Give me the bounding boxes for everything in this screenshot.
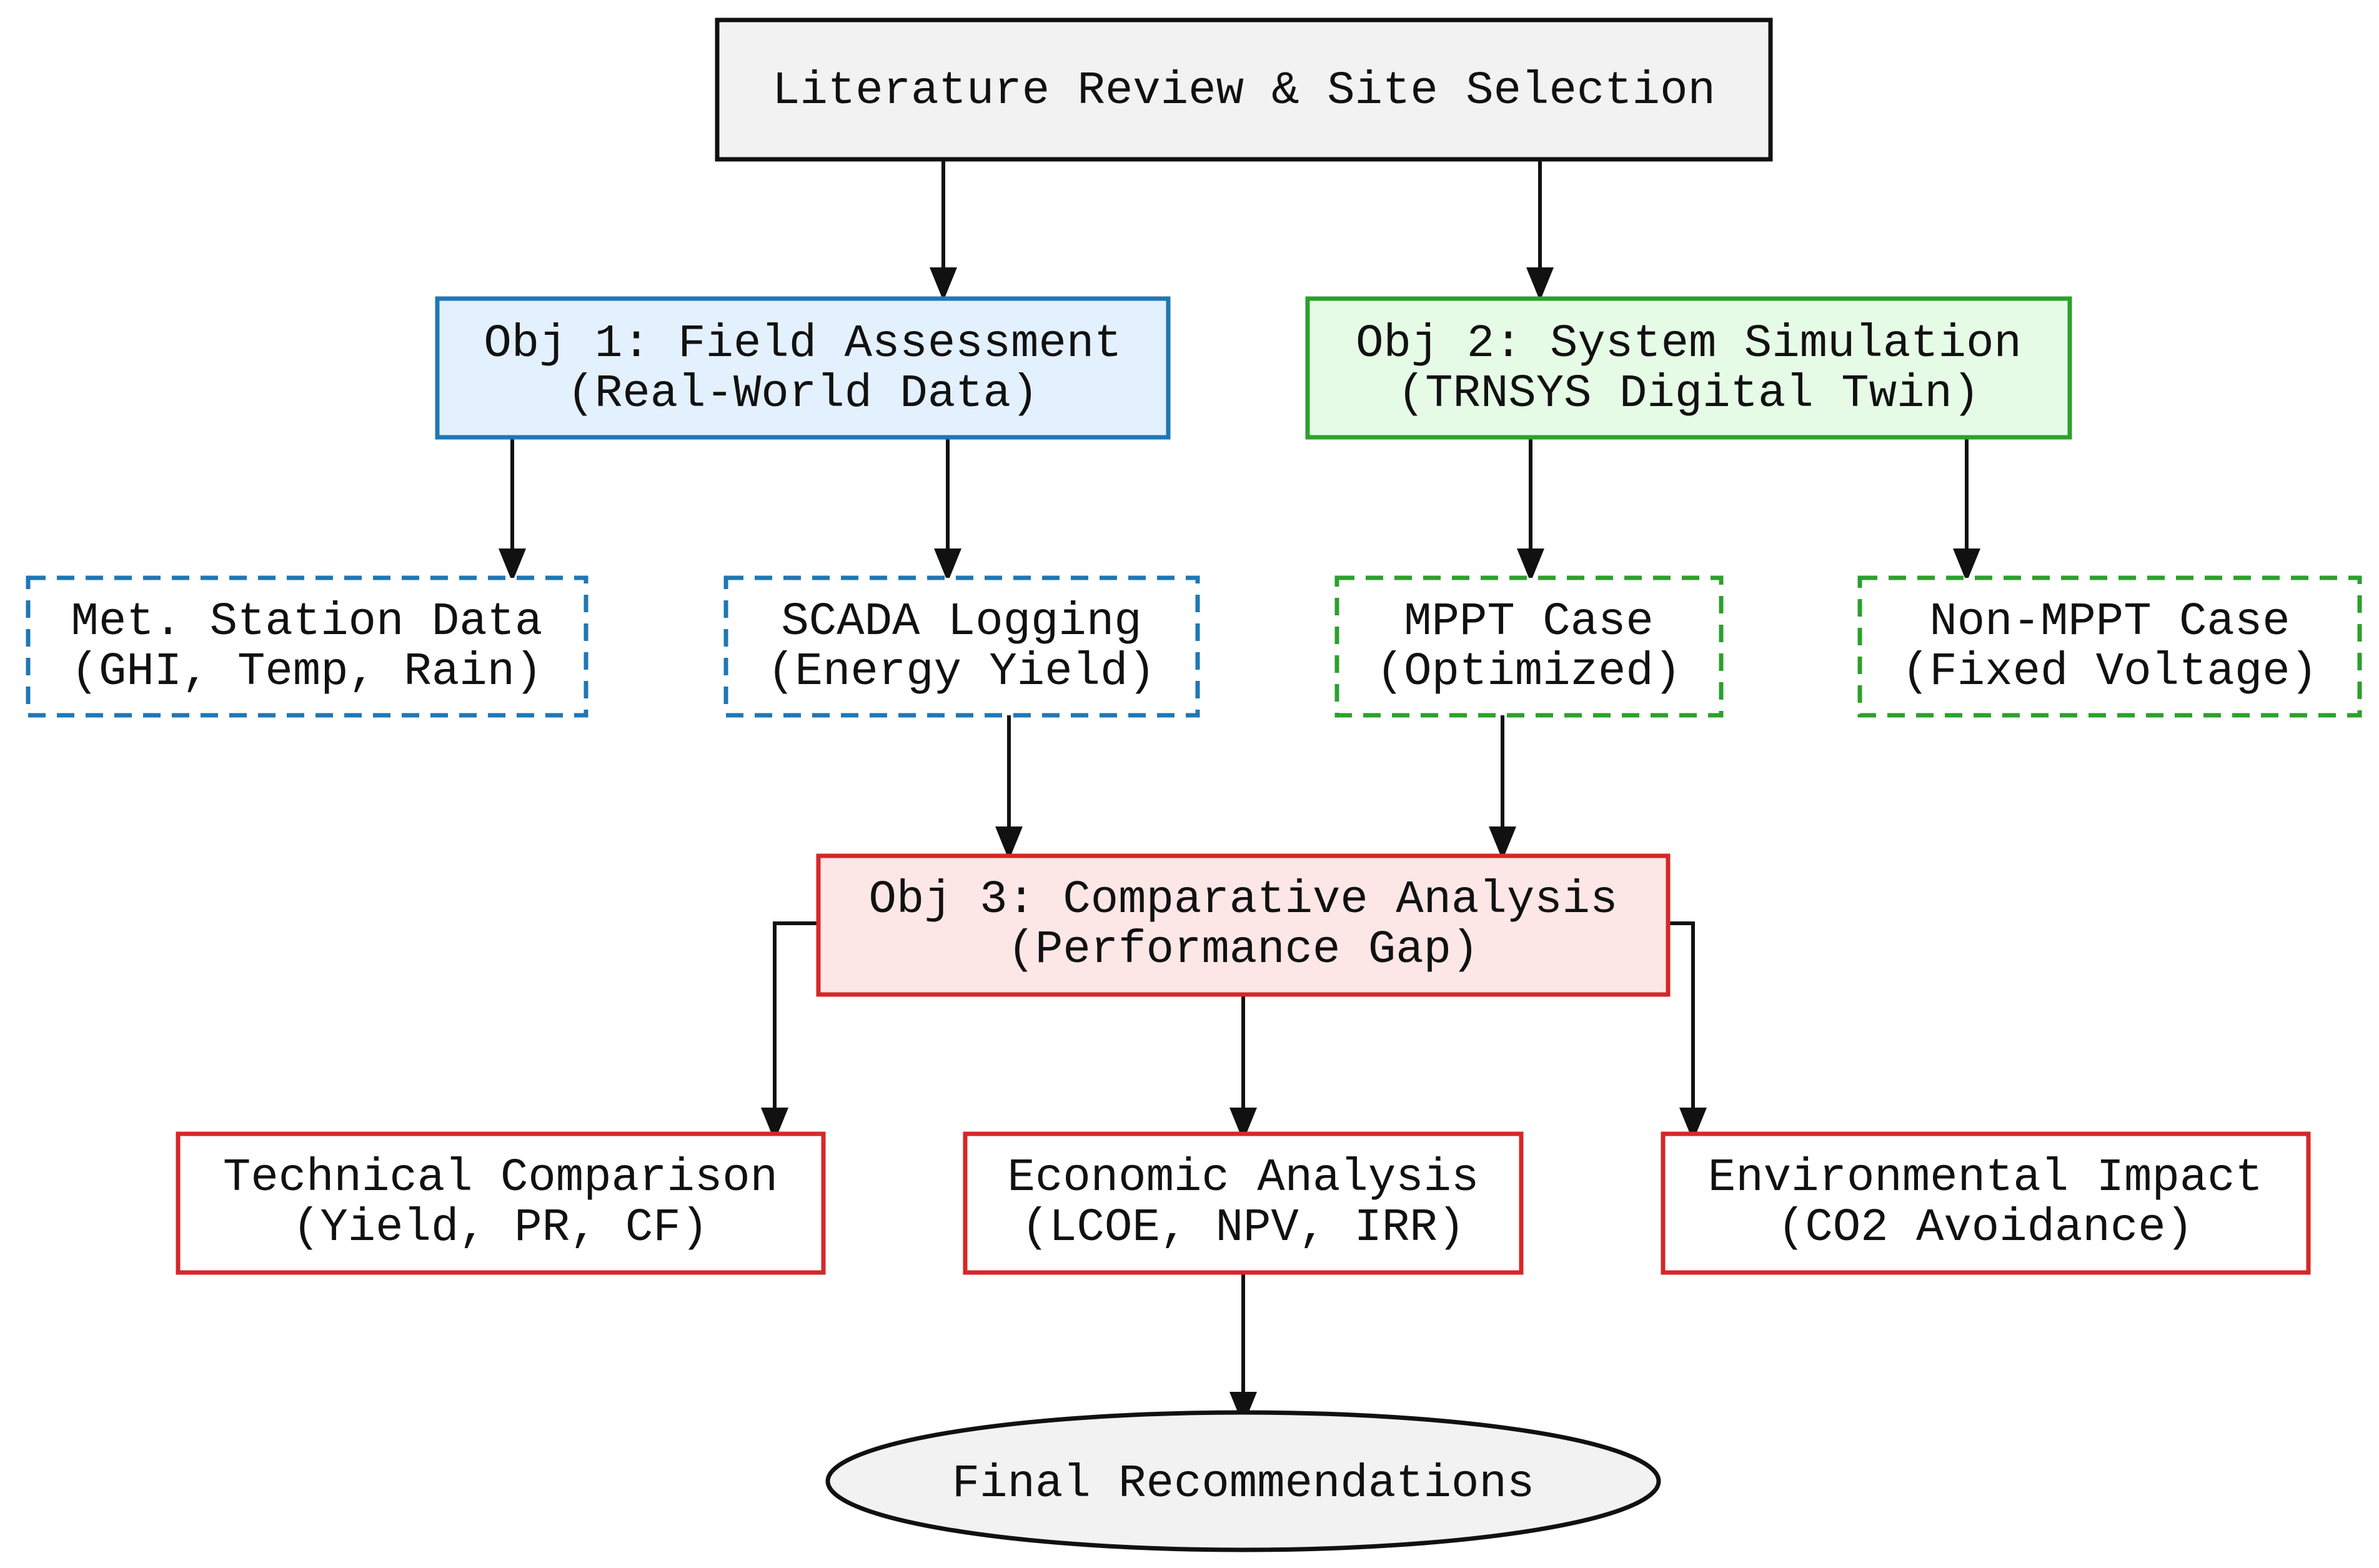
node-literature-review: Literature Review & Site Selection xyxy=(715,17,1773,162)
node-label-line-2: (CO2 Avoidance) xyxy=(1777,1202,2193,1254)
node-label-line-2: (Performance Gap) xyxy=(1008,924,1479,976)
node-box xyxy=(1334,575,1724,718)
node-label-line-1: Environmental Impact xyxy=(1708,1152,2263,1204)
arrowhead xyxy=(1489,826,1516,860)
node-label-line-2: (Energy Yield) xyxy=(767,646,1156,698)
node-box xyxy=(1305,296,2072,440)
node-label-line-2: (Real-World Data) xyxy=(567,368,1039,420)
node-box xyxy=(963,1131,1524,1275)
arrowhead xyxy=(761,1108,788,1141)
node-label-line-1: Final Recommendations xyxy=(952,1458,1535,1511)
node-label-line-1: Technical Comparison xyxy=(223,1152,778,1204)
node-label-line-2: (Optimized) xyxy=(1376,646,1681,698)
node-label-line-1: Non-MPPT Case xyxy=(1929,596,2290,648)
node-final-recommendations: Final Recommendations xyxy=(825,1410,1661,1552)
node-met-station-data: Met. Station Data (GHI, Temp, Rain) xyxy=(26,575,589,718)
node-box xyxy=(816,853,1671,997)
arrowhead xyxy=(1526,267,1554,301)
arrowhead xyxy=(1229,1392,1257,1426)
arrowhead xyxy=(995,826,1023,860)
node-label-line-1: MPPT Case xyxy=(1404,596,1654,648)
node-box xyxy=(26,575,589,718)
edge-obj3-to-technical xyxy=(773,921,818,1109)
node-box xyxy=(723,575,1200,718)
node-non-mppt-case: Non-MPPT Case (Fixed Voltage) xyxy=(1857,575,2362,718)
node-label-line-2: (GHI, Temp, Rain) xyxy=(71,646,543,698)
node-label-line-1: Obj 2: System Simulation xyxy=(1356,318,2022,370)
edges xyxy=(510,159,1969,1393)
node-scada-logging: SCADA Logging (Energy Yield) xyxy=(723,575,1200,718)
arrowheads xyxy=(499,267,1980,1426)
edge-obj3-to-environmental xyxy=(1668,921,1695,1109)
node-label-line-2: (Fixed Voltage) xyxy=(1902,646,2318,698)
node-label-line-1: SCADA Logging xyxy=(781,596,1141,648)
node-box xyxy=(1857,575,2362,718)
arrowhead xyxy=(1679,1108,1707,1141)
node-technical-comparison: Technical Comparison (Yield, PR, CF) xyxy=(176,1131,826,1275)
node-label-line-2: (TRNSYS Digital Twin) xyxy=(1398,368,1980,420)
node-obj2-system-simulation: Obj 2: System Simulation (TRNSYS Digital… xyxy=(1305,296,2072,440)
node-box xyxy=(715,17,1773,162)
arrowhead xyxy=(934,548,961,582)
arrowhead xyxy=(499,548,526,582)
node-economic-analysis: Economic Analysis (LCOE, NPV, IRR) xyxy=(963,1131,1524,1275)
node-label-line-1: Economic Analysis xyxy=(1008,1152,1479,1204)
arrowhead xyxy=(1517,548,1544,582)
node-box xyxy=(435,296,1171,440)
arrowhead xyxy=(930,267,957,301)
node-label-line-1: Obj 3: Comparative Analysis xyxy=(869,874,1618,926)
arrowhead xyxy=(1229,1108,1257,1141)
node-label-line-1: Met. Station Data xyxy=(71,596,543,648)
node-mppt-case: MPPT Case (Optimized) xyxy=(1334,575,1724,718)
node-box xyxy=(1661,1131,2311,1275)
node-obj1-field-assessment: Obj 1: Field Assessment (Real-World Data… xyxy=(435,296,1171,440)
node-obj3-comparative-analysis: Obj 3: Comparative Analysis (Performance… xyxy=(816,853,1671,997)
node-box xyxy=(176,1131,826,1275)
node-ellipse xyxy=(825,1410,1661,1552)
node-label-line-1: Obj 1: Field Assessment xyxy=(484,318,1121,370)
arrowhead xyxy=(1953,548,1980,582)
node-label-line-1: Literature Review & Site Selection xyxy=(772,65,1716,117)
node-label-line-2: (LCOE, NPV, IRR) xyxy=(1021,1202,1466,1254)
node-environmental-impact: Environmental Impact (CO2 Avoidance) xyxy=(1661,1131,2311,1275)
node-label-line-2: (Yield, PR, CF) xyxy=(292,1202,708,1254)
